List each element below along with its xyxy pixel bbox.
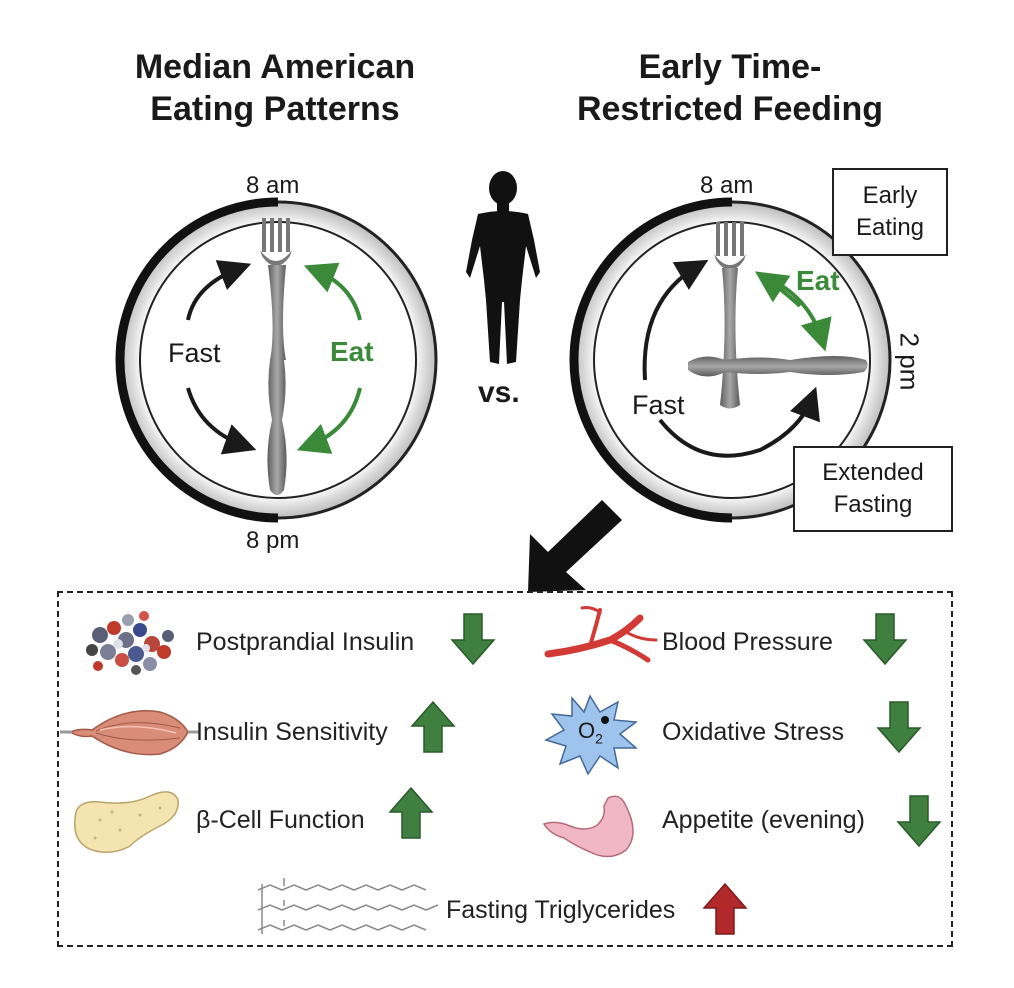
right-title: Early Time- Restricted Feeding bbox=[540, 46, 920, 130]
appetite-down-arrow-icon bbox=[896, 795, 942, 848]
left-fast-arrow-up bbox=[186, 260, 252, 321]
effect-label-appetite-evening: Appetite (evening) bbox=[662, 806, 865, 834]
left-fast-arrow-down bbox=[186, 387, 257, 455]
right-title-line2: Restricted Feeding bbox=[576, 90, 884, 128]
left-bottom-time: 8 pm bbox=[246, 527, 300, 554]
right-title-line1: Early Time- bbox=[638, 48, 822, 86]
right-eat-label: Eat bbox=[796, 265, 840, 296]
early-eating-line1: Early bbox=[862, 182, 918, 209]
effect-label-blood-pressure: Blood Pressure bbox=[662, 628, 833, 656]
oxygen-subscript: 2 bbox=[595, 730, 603, 747]
oxidative-stress-down-arrow-icon bbox=[876, 701, 922, 754]
extended-fasting-line1: Extended bbox=[822, 459, 924, 486]
right-side-time: 2 pm bbox=[894, 332, 925, 391]
blood-pressure-down-arrow-icon bbox=[862, 613, 908, 666]
right-knife-icon bbox=[688, 356, 868, 377]
left-title-line1: Median American bbox=[134, 48, 416, 86]
right-top-time: 8 am bbox=[700, 172, 754, 199]
left-title-line2: Eating Patterns bbox=[150, 90, 400, 128]
extended-fasting-line2: Fasting bbox=[833, 491, 913, 518]
early-eating-box: Early Eating bbox=[832, 168, 948, 256]
right-eat-arrow-back bbox=[755, 271, 802, 308]
left-fork-icon bbox=[260, 218, 292, 360]
effect-label-insulin-sensitivity: Insulin Sensitivity bbox=[196, 718, 388, 746]
left-fast-label: Fast bbox=[168, 338, 221, 368]
insulin-sensitivity-up-arrow-icon bbox=[410, 700, 456, 753]
left-eat-arrow-down bbox=[296, 387, 362, 454]
muscle-icon bbox=[60, 710, 200, 756]
right-fork-icon bbox=[714, 222, 746, 409]
insulin-molecule-icon bbox=[86, 611, 174, 675]
early-eating-line2: Eating bbox=[855, 214, 925, 241]
left-eat-label: Eat bbox=[330, 336, 374, 367]
left-plate bbox=[115, 197, 438, 523]
blood-vessel-icon bbox=[544, 606, 658, 663]
right-fast-arrow-right bbox=[658, 386, 820, 458]
right-fast-label: Fast bbox=[632, 390, 685, 420]
effect-label-postprandial-insulin: Postprandial Insulin bbox=[196, 628, 415, 656]
pancreas-icon bbox=[74, 791, 179, 853]
left-knife-icon bbox=[267, 360, 287, 495]
result-arrow-icon bbox=[528, 500, 622, 592]
extended-fasting-box: Extended Fasting bbox=[793, 446, 953, 532]
oxygen-symbol: O2 bbox=[578, 718, 603, 746]
postprandial-insulin-down-arrow-icon bbox=[450, 613, 496, 666]
effect-label-beta-cell-function: β-Cell Function bbox=[196, 806, 365, 834]
left-top-time: 8 am bbox=[246, 172, 300, 199]
effect-label-fasting-triglycerides: Fasting Triglycerides bbox=[446, 896, 676, 924]
oxygen-letter: O bbox=[578, 718, 596, 743]
right-fast-arrow-up bbox=[642, 259, 709, 381]
beta-cell-function-up-arrow-icon bbox=[388, 786, 434, 839]
effect-label-oxidative-stress: Oxidative Stress bbox=[662, 718, 845, 746]
effects-panel bbox=[57, 591, 953, 947]
right-plate bbox=[569, 197, 892, 523]
left-eat-arrow-up bbox=[303, 262, 362, 321]
human-silhouette-icon bbox=[466, 171, 540, 364]
fasting-triglycerides-up-arrow-icon bbox=[702, 882, 748, 935]
triglyceride-molecule-icon bbox=[257, 878, 439, 934]
oxygen-radical-icon bbox=[544, 694, 639, 776]
vs-label: vs. bbox=[478, 376, 520, 409]
left-title: Median American Eating Patterns bbox=[90, 46, 460, 130]
stomach-icon bbox=[542, 795, 634, 858]
